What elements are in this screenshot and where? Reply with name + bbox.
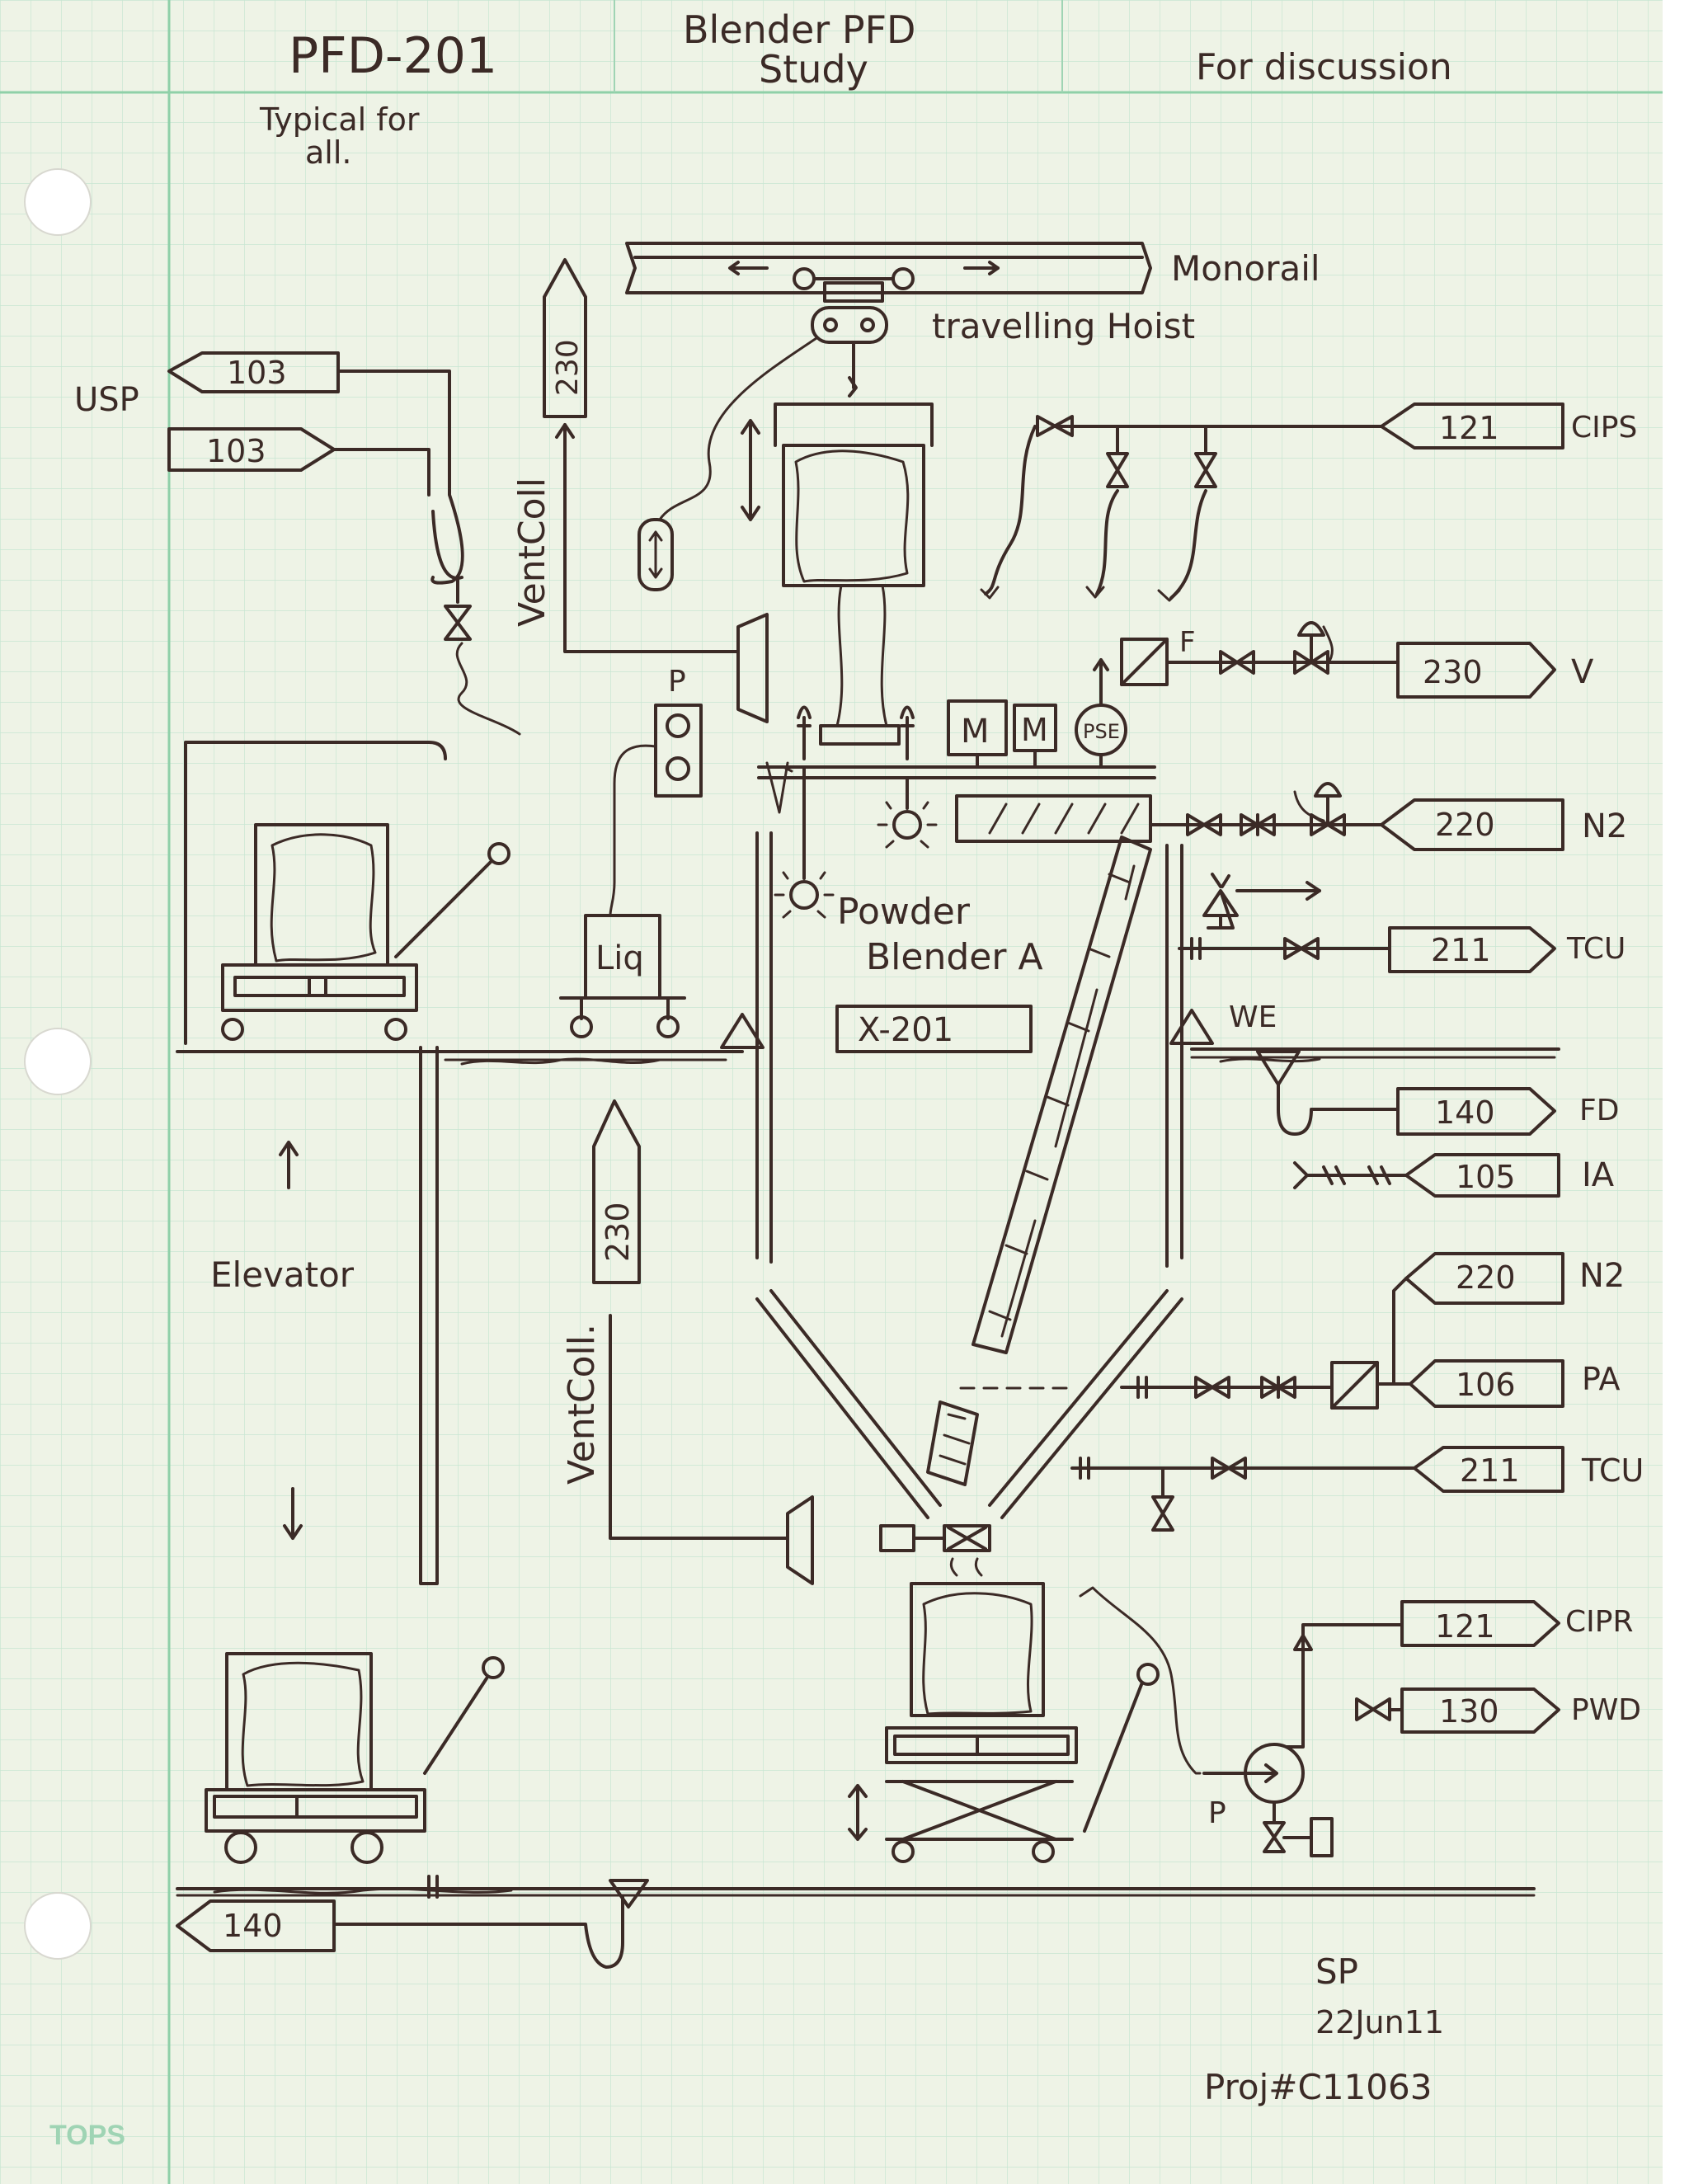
blender-tag: X-201 bbox=[858, 1011, 953, 1049]
ia-ref: 105 bbox=[1456, 1159, 1516, 1195]
flow-label: F bbox=[1179, 626, 1196, 659]
blender-label-2: Blender A bbox=[866, 936, 1043, 978]
paper-edge bbox=[1663, 0, 1689, 2184]
signoff-project: Proj#C11063 bbox=[1204, 2067, 1432, 2107]
status-label: For discussion bbox=[1196, 46, 1452, 88]
n2-upper-line: 220 N2 bbox=[1149, 782, 1627, 851]
usp-out-ref: 103 bbox=[206, 433, 266, 469]
binder-hole-bottom bbox=[24, 1892, 92, 1960]
drain-ref: 140 bbox=[223, 1908, 283, 1944]
paper-brand: TOPS bbox=[49, 2120, 125, 2151]
powder-blender: Powder Blender A X-201 WE bbox=[720, 831, 1277, 1577]
cips-header: 121 CIPS bbox=[980, 402, 1637, 602]
cipr-pwd-connectors: 121 CIPR 130 PWD bbox=[1355, 1600, 1641, 1734]
usp-label: USP bbox=[74, 381, 139, 419]
fd-ref: 140 bbox=[1435, 1094, 1495, 1131]
title-line-1: Blender PFD bbox=[683, 7, 915, 52]
weigh-element-label: WE bbox=[1229, 1000, 1277, 1034]
vacuum-label: V bbox=[1571, 653, 1594, 691]
cips-label: CIPS bbox=[1571, 411, 1637, 445]
suspended-bin bbox=[741, 402, 934, 746]
note-line-2: all. bbox=[305, 134, 351, 171]
liquid-cart: Liq bbox=[559, 914, 686, 1038]
fd-label: FD bbox=[1579, 1094, 1619, 1127]
scissor-lift-bin bbox=[848, 1582, 1160, 1863]
monorail: Monorail bbox=[625, 242, 1320, 303]
monorail-label: Monorail bbox=[1171, 248, 1320, 289]
n2-pa-line: 220 N2 106 PA bbox=[1120, 1252, 1625, 1410]
blender-label-1: Powder bbox=[837, 891, 971, 933]
drain-line-bottom: 140 bbox=[176, 1875, 649, 1969]
binder-hole-middle bbox=[24, 1028, 92, 1095]
pa-ref: 106 bbox=[1456, 1367, 1516, 1403]
tcu-lower-line: 211 TCU bbox=[1070, 1446, 1644, 1532]
n2-lower-ref: 220 bbox=[1456, 1259, 1516, 1296]
usp-in-ref: 103 bbox=[227, 355, 287, 391]
tcu-lower-label: TCU bbox=[1581, 1452, 1644, 1489]
travelling-hoist: travelling Hoist bbox=[637, 306, 1195, 591]
pump-lower-label: P bbox=[1208, 1796, 1226, 1830]
vacuum-ref: 230 bbox=[1423, 654, 1483, 690]
ia-label: IA bbox=[1582, 1156, 1615, 1194]
cipr-label: CIPR bbox=[1565, 1605, 1633, 1639]
floor-lower bbox=[176, 1887, 1536, 1897]
motor-1: M bbox=[961, 713, 990, 751]
hoist-label: travelling Hoist bbox=[932, 306, 1195, 346]
cips-ref: 121 bbox=[1439, 410, 1499, 446]
vent-lower-label: VentColl. bbox=[561, 1324, 603, 1485]
tcu-upper-line: 211 TCU bbox=[1178, 926, 1625, 973]
vent-upper-label: VentColl bbox=[511, 478, 553, 627]
tcu-lower-ref: 211 bbox=[1460, 1452, 1520, 1489]
doc-number: PFD-201 bbox=[289, 27, 497, 85]
vacuum-line: 230 V bbox=[1165, 621, 1594, 699]
cipr-ref: 121 bbox=[1435, 1608, 1495, 1645]
liquid-cart-label: Liq bbox=[595, 939, 644, 977]
floor-drain-line: 140 FD bbox=[1256, 1050, 1619, 1136]
bin-cart-upper bbox=[221, 823, 510, 1041]
vent-lower-ref: 230 bbox=[600, 1202, 636, 1262]
usp-connectors: 103 103 USP bbox=[74, 351, 521, 736]
tcu-upper-label: TCU bbox=[1566, 932, 1625, 966]
vent-upper-ref: 230 bbox=[551, 339, 585, 396]
tcu-upper-ref: 211 bbox=[1431, 932, 1491, 968]
pwd-label: PWD bbox=[1571, 1693, 1641, 1727]
relief-valve bbox=[1202, 873, 1321, 930]
transfer-pump: P bbox=[1079, 1586, 1404, 1857]
vent-collector-lower: 230 VentColl. bbox=[561, 1099, 814, 1585]
pump-upper-label: P bbox=[668, 665, 686, 699]
signoff-initials: SP bbox=[1315, 1951, 1358, 1992]
pa-label: PA bbox=[1582, 1361, 1620, 1397]
vent-collector-upper: 230 VentColl bbox=[511, 258, 769, 723]
signoff-date: 22Jun11 bbox=[1315, 2004, 1444, 2040]
pse-label: PSE bbox=[1083, 720, 1120, 743]
instrument-air-line: 105 IA bbox=[1293, 1153, 1615, 1198]
floor-upper bbox=[176, 1047, 1560, 1066]
n2-upper-ref: 220 bbox=[1435, 807, 1495, 843]
n2-lower-label: N2 bbox=[1579, 1257, 1625, 1295]
n2-upper-label: N2 bbox=[1582, 807, 1627, 845]
binder-hole-top bbox=[24, 168, 92, 236]
note-line-1: Typical for bbox=[259, 101, 420, 138]
elevator-label: Elevator bbox=[210, 1254, 355, 1295]
motor-2: M bbox=[1021, 712, 1048, 748]
bin-cart-lower bbox=[205, 1652, 505, 1864]
elevator: Elevator bbox=[184, 741, 447, 1585]
title-line-2: Study bbox=[759, 47, 868, 92]
pwd-ref: 130 bbox=[1439, 1693, 1499, 1730]
